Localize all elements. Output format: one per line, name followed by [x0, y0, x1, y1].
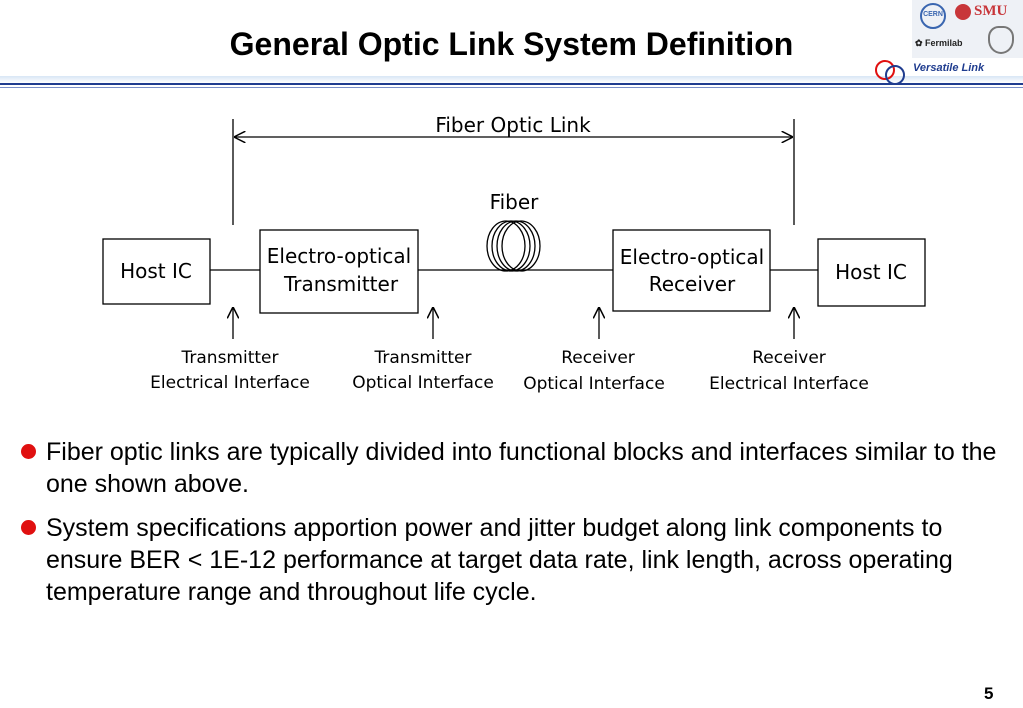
fermilab-logo-text: Fermilab — [925, 38, 963, 48]
bullet-item: Fiber optic links are typically divided … — [20, 436, 1010, 500]
fermilab-logo: ✿ Fermilab — [915, 38, 963, 48]
interface-label: Transmitter — [374, 348, 472, 368]
header-band — [0, 76, 1023, 83]
link-diagram-svg: Fiber Optic Link Fiber Host IC Electro-o… — [102, 113, 926, 394]
bullet-text: System specifications apportion power an… — [46, 514, 953, 606]
receiver-label-line2: Receiver — [649, 272, 736, 296]
interface-label: Receiver — [561, 348, 635, 368]
interface-label: Transmitter — [181, 348, 279, 368]
receiver-label-line1: Electro-optical — [620, 245, 764, 269]
host-ic-right-label: Host IC — [835, 260, 907, 284]
host-ic-left-block — [102, 238, 211, 305]
smu-seal-icon — [955, 4, 971, 20]
fiber-label: Fiber — [490, 190, 540, 214]
interface-label: Electrical Interface — [150, 373, 310, 393]
slide-title: General Optic Link System Definition — [229, 26, 794, 62]
transmitter-label-line1: Electro-optical — [267, 244, 411, 268]
bullet-item: System specifications apportion power an… — [20, 512, 1010, 608]
interface-label: Electrical Interface — [709, 374, 869, 394]
header-rule-thin — [0, 87, 1023, 88]
receiver-block — [612, 229, 771, 312]
span-label: Fiber Optic Link — [435, 113, 591, 137]
oxford-crest-icon — [988, 26, 1014, 54]
cern-logo — [920, 3, 946, 29]
bullet-dot-icon — [21, 444, 36, 459]
link-diagram: Fiber Optic Link Fiber Host IC Electro-o… — [92, 107, 943, 414]
interface-label: Optical Interface — [352, 373, 494, 393]
transmitter-block — [259, 229, 419, 314]
versatile-link-logo-icon — [875, 60, 905, 85]
cern-logo-text: CERN — [923, 11, 943, 18]
partner-logos: CERN SMU ✿ Fermilab — [912, 0, 1023, 58]
interface-label: Optical Interface — [523, 374, 665, 394]
bullet-list: Fiber optic links are typically divided … — [20, 436, 1010, 620]
host-ic-right-block — [817, 238, 926, 307]
bullet-dot-icon — [21, 520, 36, 535]
host-ic-left-label: Host IC — [120, 259, 192, 283]
interface-label: Receiver — [752, 348, 826, 368]
bullet-text: Fiber optic links are typically divided … — [46, 438, 997, 498]
page-number: 5 — [984, 684, 994, 703]
versatile-link-tagline: Versatile Link — [913, 62, 985, 74]
transmitter-label-line2: Transmitter — [283, 272, 399, 296]
header-rule — [0, 83, 1023, 85]
fiber-coil-icon — [486, 220, 541, 272]
smu-logo: SMU — [974, 3, 1008, 19]
